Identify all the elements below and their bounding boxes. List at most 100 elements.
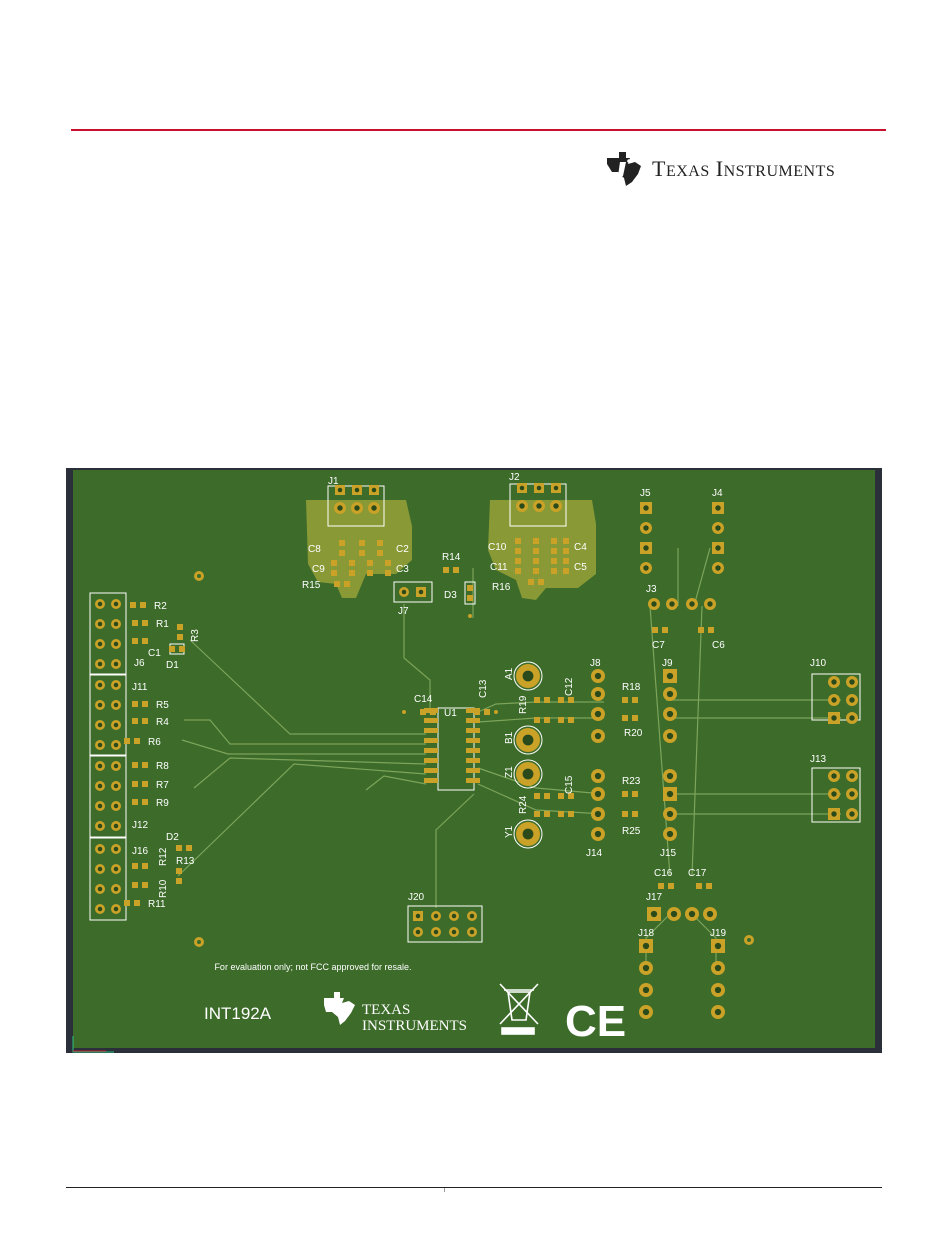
- pcb-smd-pad: [176, 868, 182, 874]
- pcb-label-j15: J15: [660, 848, 677, 859]
- pcb-label-r10: R10: [158, 879, 169, 898]
- pcb-drill: [594, 830, 602, 838]
- pcb-label-c9: C9: [312, 564, 325, 575]
- pcb-drill: [715, 565, 721, 571]
- pcb-smd-pad: [515, 558, 521, 564]
- pcb-drill: [418, 589, 424, 595]
- pcb-drill: [97, 783, 103, 789]
- pcb-drill: [371, 505, 377, 511]
- pcb-smd-pad: [474, 709, 480, 715]
- ti-chip-icon: [607, 152, 641, 186]
- pcb-drill: [666, 772, 674, 780]
- pcb-smd-pad: [142, 781, 148, 787]
- pcb-smd-pad: [385, 570, 391, 576]
- pcb-smd-pad: [359, 550, 365, 556]
- pcb-drill: [97, 846, 103, 852]
- pcb-drill: [519, 503, 525, 509]
- pcb-label-c10: C10: [488, 542, 507, 553]
- pcb-smd-pad: [558, 793, 564, 799]
- pcb-smd-pad: [658, 883, 664, 889]
- pcb-drill: [113, 783, 119, 789]
- pcb-label-c14: C14: [414, 694, 433, 705]
- pcb-drill: [666, 732, 674, 740]
- pcb-smd-pad: [484, 709, 490, 715]
- pcb-label-j9: J9: [662, 658, 673, 669]
- pcb-drill: [522, 734, 534, 746]
- pcb-label-r9: R9: [156, 798, 169, 809]
- pcb-smd-pad: [132, 799, 138, 805]
- silk-outline: [89, 673, 127, 757]
- pcb-smd-pad: [515, 568, 521, 574]
- pcb-label-j1: J1: [328, 476, 339, 487]
- ti-logo: TEXAS INSTRUMENTS: [604, 150, 886, 188]
- pcb-drill: [651, 601, 657, 607]
- pcb-smd-pad: [140, 602, 146, 608]
- pcb-drill: [666, 790, 674, 798]
- pcb-smd-pad: [563, 558, 569, 564]
- pcb-label-j8: J8: [590, 658, 601, 669]
- pcb-label-r23: R23: [622, 776, 641, 787]
- pcb-drill: [97, 866, 103, 872]
- pcb-drill: [113, 846, 119, 852]
- pcb-label-c4: C4: [574, 542, 587, 553]
- pcb-drill: [113, 906, 119, 912]
- pcb-drill: [714, 964, 722, 972]
- pcb-smd-pad: [344, 581, 350, 587]
- pcb-smd-pad: [430, 709, 436, 715]
- pcb-smd-pad: [696, 883, 702, 889]
- pcb-drill: [642, 942, 650, 950]
- pcb-smd-pad: [534, 697, 540, 703]
- pcb-label-c2: C2: [396, 544, 409, 555]
- pcb-drill: [706, 910, 714, 918]
- pcb-smd-pad: [622, 697, 628, 703]
- pcb-drill: [337, 505, 343, 511]
- pcb-label-r2: R2: [154, 601, 167, 612]
- pcb-label-u1: U1: [444, 708, 457, 719]
- pcb-drill: [553, 503, 559, 509]
- silk-outline: [407, 905, 483, 943]
- pcb-smd-pad: [420, 709, 426, 715]
- pcb-smd-pad: [142, 701, 148, 707]
- pcb-smd-pad: [339, 540, 345, 546]
- evaluation-notice: For evaluation only; not FCC approved fo…: [214, 962, 411, 972]
- pcb-drill: [642, 986, 650, 994]
- pcb-label-j4: J4: [712, 488, 723, 499]
- pcb-drill: [594, 732, 602, 740]
- pcb-label-j11: J11: [132, 682, 148, 693]
- pcb-smd-pad: [331, 560, 337, 566]
- pcb-smd-pad: [551, 548, 557, 554]
- pcb-label-c6: C6: [712, 640, 725, 651]
- pcb-label-y1: Y1: [504, 825, 515, 838]
- pcb-drill: [337, 487, 343, 493]
- pcb-drill: [97, 763, 103, 769]
- svg-text:TEXAS: TEXAS: [362, 1002, 410, 1018]
- pcb-drill: [643, 505, 649, 511]
- pcb-smd-pad: [176, 845, 182, 851]
- ti-wordmark: TEXAS INSTRUMENTS: [652, 156, 836, 181]
- pcb-svg: J6J11J12J16R2R1R5R4R6R8R7R9R11R3C1D1D2R1…: [66, 468, 882, 1053]
- pcb-drill: [469, 929, 475, 935]
- pcb-drill: [849, 679, 855, 685]
- pcb-label-j13: J13: [810, 754, 827, 765]
- pcb-label-j12: J12: [132, 820, 149, 831]
- pcb-label-c16: C16: [654, 868, 673, 879]
- pcb-smd-pad: [169, 646, 175, 652]
- pcb-drill: [113, 742, 119, 748]
- pcb-drill: [594, 710, 602, 718]
- pcb-smd-pad: [132, 882, 138, 888]
- pcb-drill: [113, 621, 119, 627]
- pcb-label-j6: J6: [134, 658, 145, 669]
- pcb-label-j7: J7: [398, 606, 409, 617]
- pcb-drill: [707, 601, 713, 607]
- crossed-out-bin-icon: [499, 983, 539, 1035]
- pcb-smd-pad: [568, 697, 574, 703]
- silk-outline: [89, 837, 127, 921]
- pcb-traces: [177, 547, 841, 968]
- pcb-drill: [594, 690, 602, 698]
- pcb-label-b1: B1: [504, 731, 515, 744]
- pcb-smd-pad: [632, 697, 638, 703]
- pcb-drill: [594, 790, 602, 798]
- pcb-label-j17: J17: [646, 892, 663, 903]
- pcb-drill: [97, 702, 103, 708]
- pcb-label-r16: R16: [492, 582, 511, 593]
